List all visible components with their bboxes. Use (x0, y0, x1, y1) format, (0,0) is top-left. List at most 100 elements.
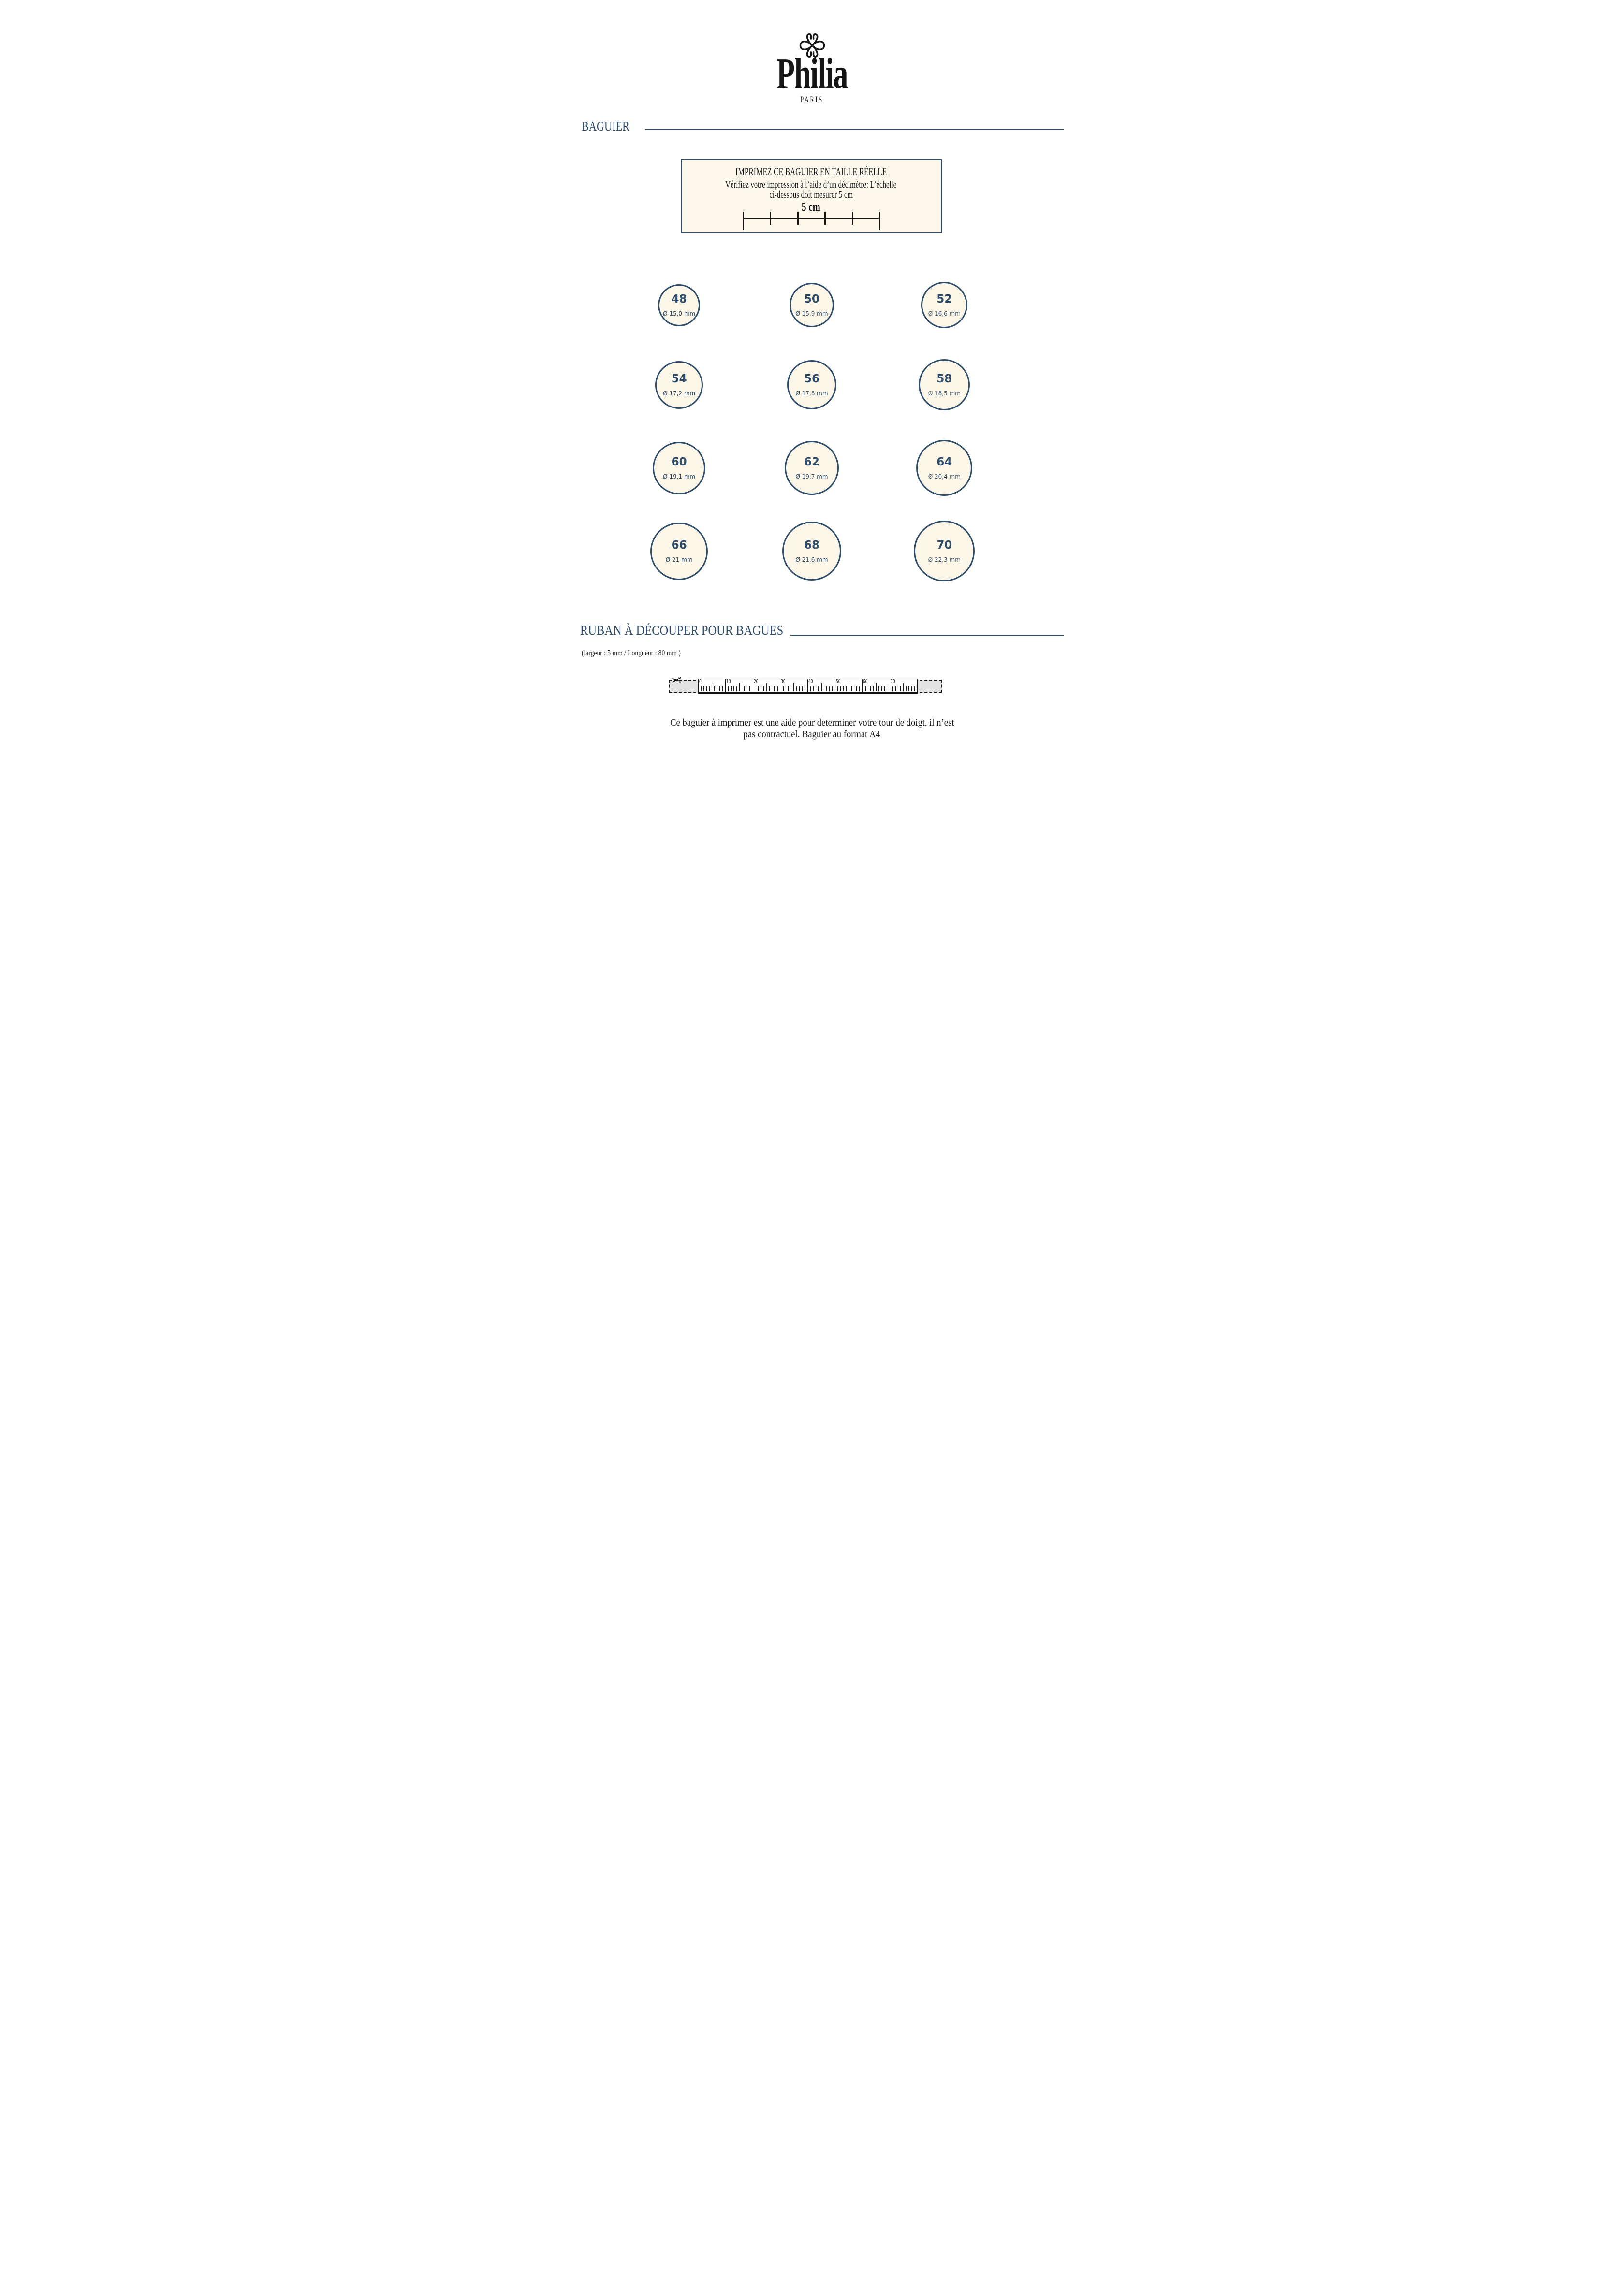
baguier-heading: BAGUIER (581, 118, 629, 133)
ruler-label: 50 (835, 679, 841, 684)
ruler-cm-cell: 10 (725, 679, 753, 692)
ruler-mm-tick (769, 686, 770, 691)
ring-size-circle-70: 70 Ø 22,3 mm (914, 521, 975, 581)
ruler-mm-tick (733, 686, 734, 691)
ring-size-number: 54 (671, 372, 687, 385)
ring-size-circle-48: 48 Ø 15,0 mm (658, 284, 701, 326)
brand-wordmark: Philia (541, 52, 1083, 96)
ring-size-number: 52 (936, 292, 952, 305)
ruler-mm-tick (846, 686, 847, 691)
ruler-mm-tick (722, 686, 723, 691)
ruler-mm-tick (865, 686, 866, 691)
ruler-mm-tick (881, 686, 882, 691)
ruler-mm-tick (856, 686, 857, 691)
ruler-label: 60 (863, 679, 868, 684)
ruler-mm-tick (878, 686, 879, 691)
ring-diameter-label: Ø 15,0 mm (663, 310, 696, 317)
ruler-mm-tick (895, 686, 896, 691)
ruler-mm-tick (790, 686, 792, 691)
ring-size-number: 68 (804, 538, 819, 552)
ring-size-circle-58: 58 Ø 18,5 mm (919, 359, 970, 410)
ruler-cm-cell: 50 (834, 679, 863, 692)
ring-diameter-label: Ø 22,3 mm (928, 556, 961, 563)
ring-size-circle-56: 56 Ø 17,8 mm (787, 360, 836, 409)
print-box-body: Vérifiez votre impression à l’aide d’un … (725, 179, 897, 200)
ruler-mm-tick (728, 686, 729, 691)
ruler-mm-tick (785, 686, 787, 691)
scale-tick (770, 212, 772, 225)
ruler-label: 10 (726, 679, 731, 684)
ruler-mm-tick (711, 683, 713, 691)
ring-size-number: 56 (804, 372, 819, 385)
ruler-mm-tick (810, 686, 811, 691)
footer-note: Ce baguier à imprimer est une aide pour … (670, 717, 954, 740)
ring-size-number: 48 (671, 292, 687, 305)
ruler-mm-tick (813, 686, 814, 691)
ruban-dimensions: (largeur : 5 mm / Longueur : 80 mm ) (581, 648, 681, 657)
ruler-label: 70 (890, 679, 895, 684)
ruler-mm-tick (870, 686, 871, 691)
brand-text: Philia (776, 50, 848, 98)
ruler-mm-tick (900, 686, 901, 691)
ring-diameter-label: Ø 19,7 mm (795, 473, 828, 480)
knot-flourish-icon (799, 33, 825, 58)
ruler-mm-tick (755, 686, 757, 691)
ring-size-number: 70 (936, 538, 952, 552)
ruler-mm-tick (777, 686, 778, 691)
ruler-label: 40 (808, 679, 813, 684)
ruler-mm-tick (837, 686, 838, 691)
ruler-mm-tick (799, 686, 800, 691)
five-cm-scale-bar (743, 212, 880, 230)
ruler-cm-cell: 30 (780, 679, 807, 692)
scale-tick (797, 212, 799, 225)
ruler-mm-tick (708, 686, 710, 691)
ring-size-number: 64 (936, 455, 952, 468)
print-box-title: IMPRIMEZ CE BAGUIER EN TAILLE RÉELLE (735, 166, 887, 178)
scale-tick (824, 212, 826, 225)
ruler-mm-tick (892, 686, 893, 691)
scale-tick (743, 212, 744, 230)
ruler-mm-tick (783, 686, 784, 691)
ruler-mm-tick (739, 683, 740, 691)
ruler-mm-tick (818, 686, 819, 691)
ruler-cm-cell: 20 (752, 679, 780, 692)
ring-size-number: 58 (936, 372, 952, 385)
ruler-cm-cell: 0 (699, 679, 726, 692)
scale-bar-line (743, 218, 880, 219)
ruler-mm-tick (851, 686, 852, 691)
ruler-mm-tick (867, 686, 869, 691)
ruler-mm-tick (766, 683, 767, 691)
ruler-mm-tick (774, 686, 775, 691)
ruler-mm-tick (706, 686, 707, 691)
ruler-mm-tick (832, 686, 833, 691)
ring-diameter-label: Ø 19,1 mm (663, 473, 696, 480)
baguier-page: Philia PARIS BAGUIER IMPRIMEZ CE BAGUIER… (541, 0, 1083, 766)
ring-diameter-label: Ø 17,8 mm (795, 390, 828, 397)
ruler-mm-tick (796, 686, 797, 691)
ruler-mm-tick (911, 686, 912, 691)
ruler-label: 0 (699, 679, 702, 684)
ring-size-number: 66 (671, 538, 687, 552)
scissors-icon: ✂ (670, 672, 682, 689)
ruler-mm-tick (771, 686, 773, 691)
print-instructions-box: IMPRIMEZ CE BAGUIER EN TAILLE RÉELLE Vér… (680, 159, 942, 233)
ruler-mm-tick (859, 686, 860, 691)
ruler-mm-tick (908, 686, 909, 691)
ruban-heading-rule (790, 635, 1064, 636)
scale-tick (851, 212, 853, 225)
ruler-mm-tick (719, 686, 720, 691)
ruler-mm-tick (788, 686, 789, 691)
ruler-mm-tick (906, 686, 907, 691)
brand-city: PARIS (541, 95, 1083, 104)
brand-city-text: PARIS (800, 95, 824, 105)
ring-diameter-label: Ø 18,5 mm (928, 390, 961, 397)
ring-diameter-label: Ø 15,9 mm (795, 310, 828, 317)
